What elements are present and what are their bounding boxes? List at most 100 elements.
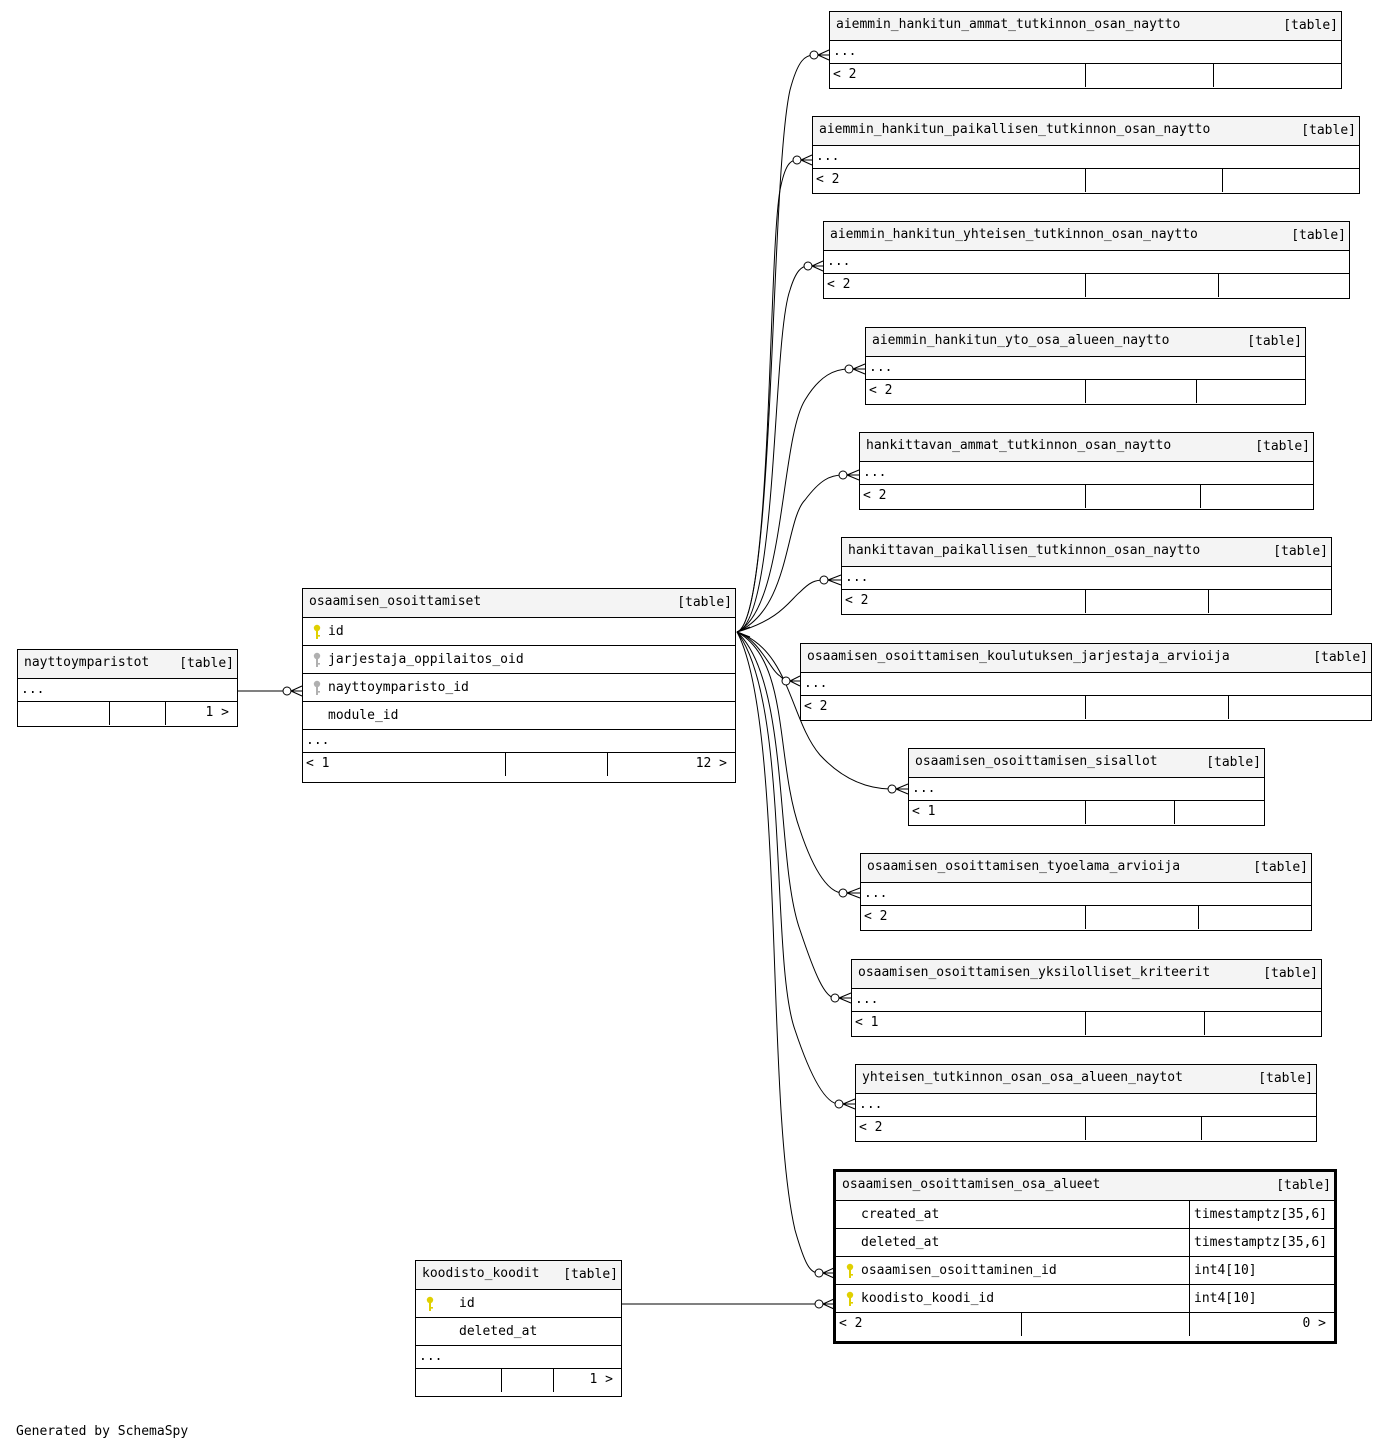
more-columns: ... — [856, 1094, 1316, 1117]
table-osaamisen-osoittamisen-osa-alueet[interactable]: osaamisen_osoittamisen_osa_alueet [table… — [833, 1169, 1337, 1344]
edge-osa-alueet — [736, 631, 820, 1274]
children-count[interactable]: 0 > — [1302, 1316, 1326, 1331]
child-table[interactable]: osaamisen_osoittamisen_koulutuksen_jarje… — [800, 643, 1372, 721]
column-row[interactable]: id — [416, 1290, 621, 1318]
table-header: osaamisen_osoittamisen_koulutuksen_jarje… — [801, 644, 1371, 673]
table-footer: < 2 — [861, 906, 1311, 929]
column-name: created_at — [861, 1207, 940, 1222]
generated-by-credit[interactable]: Generated by SchemaSpy — [16, 1424, 189, 1439]
table-name[interactable]: nayttoymparistot — [24, 655, 150, 670]
primary-key-icon — [846, 1291, 854, 1306]
table-name[interactable]: yhteisen_tutkinnon_osan_osa_alueen_nayto… — [862, 1070, 1183, 1085]
column-row[interactable]: deleted_at — [416, 1318, 621, 1346]
children-count[interactable]: 1 > — [589, 1372, 613, 1387]
parents-count[interactable]: < 2 — [864, 909, 888, 924]
column-row[interactable]: module_id — [303, 702, 735, 730]
child-table[interactable]: aiemmin_hankitun_yhteisen_tutkinnon_osan… — [823, 221, 1350, 299]
parents-count[interactable]: < 2 — [804, 699, 828, 714]
column-row[interactable]: id — [303, 618, 735, 646]
table-name[interactable]: osaamisen_osoittamisen_yksilolliset_krit… — [858, 965, 1211, 980]
table-footer: < 2 — [856, 1117, 1316, 1140]
table-type-tag: [table] — [1291, 228, 1346, 243]
child-table[interactable]: osaamisen_osoittamisen_tyoelama_arvioija… — [860, 853, 1312, 931]
child-table[interactable]: hankittavan_ammat_tutkinnon_osan_naytto[… — [859, 432, 1314, 510]
column-row[interactable]: nayttoymparisto_id — [303, 674, 735, 702]
table-koodisto-koodit[interactable]: koodisto_koodit [table] id deleted_at ..… — [415, 1260, 622, 1397]
parents-count[interactable]: < 1 — [306, 756, 330, 771]
table-type-tag: [table] — [1263, 966, 1318, 981]
table-type-tag: [table] — [1301, 123, 1356, 138]
table-type-tag: [table] — [1253, 860, 1308, 875]
table-footer: < 2 — [801, 696, 1371, 719]
table-name[interactable]: aiemmin_hankitun_yhteisen_tutkinnon_osan… — [830, 227, 1198, 242]
column-name: deleted_at — [459, 1324, 538, 1339]
table-header: aiemmin_hankitun_paikallisen_tutkinnon_o… — [813, 117, 1359, 146]
table-name[interactable]: osaamisen_osoittamisen_koulutuksen_jarje… — [807, 649, 1230, 664]
more-columns: ... — [801, 673, 1371, 696]
table-name[interactable]: koodisto_koodit — [422, 1266, 540, 1281]
children-count[interactable]: 12 > — [695, 756, 727, 771]
column-name: osaamisen_osoittaminen_id — [861, 1263, 1057, 1278]
parents-count[interactable]: < 1 — [855, 1015, 879, 1030]
column-type: int4[10] — [1194, 1263, 1257, 1278]
table-footer: 1 > — [416, 1369, 621, 1392]
child-table[interactable]: aiemmin_hankitun_yto_osa_alueen_naytto[t… — [865, 327, 1306, 405]
table-name[interactable]: osaamisen_osoittamiset — [309, 594, 482, 609]
edge-child-4 — [736, 368, 850, 633]
parents-count[interactable]: < 1 — [912, 804, 936, 819]
parents-count[interactable]: < 2 — [816, 172, 840, 187]
child-table[interactable]: hankittavan_paikallisen_tutkinnon_osan_n… — [841, 537, 1332, 615]
table-name[interactable]: aiemmin_hankitun_paikallisen_tutkinnon_o… — [819, 122, 1211, 137]
parents-count[interactable]: < 2 — [863, 488, 887, 503]
table-footer: < 2 — [866, 380, 1305, 403]
column-name: nayttoymparisto_id — [328, 680, 469, 695]
table-osaamisen-osoittamiset[interactable]: osaamisen_osoittamiset [table] id jarjes… — [302, 588, 736, 783]
column-row[interactable]: created_at timestamptz[35,6] — [836, 1201, 1334, 1229]
edge-child-5 — [736, 474, 844, 633]
parents-count[interactable]: < 2 — [833, 67, 857, 82]
table-name[interactable]: osaamisen_osoittamisen_sisallot — [915, 754, 1158, 769]
column-row[interactable]: jarjestaja_oppilaitos_oid — [303, 646, 735, 674]
parents-count[interactable]: < 2 — [845, 593, 869, 608]
table-name[interactable]: hankittavan_ammat_tutkinnon_osan_naytto — [866, 438, 1172, 453]
table-name[interactable]: osaamisen_osoittamisen_tyoelama_arvioija — [867, 859, 1181, 874]
edge-child-10 — [736, 631, 836, 999]
table-footer: < 2 — [830, 64, 1341, 87]
children-count[interactable]: 1 > — [205, 705, 229, 720]
table-footer: < 2 — [842, 590, 1331, 613]
table-header: osaamisen_osoittamisen_sisallot[table] — [909, 749, 1264, 778]
edge-child-3 — [736, 265, 809, 633]
child-table[interactable]: yhteisen_tutkinnon_osan_osa_alueen_nayto… — [855, 1064, 1317, 1142]
more-columns: ... — [416, 1346, 621, 1369]
table-header: nayttoymparistot [table] — [18, 650, 237, 679]
child-table[interactable]: aiemmin_hankitun_paikallisen_tutkinnon_o… — [812, 116, 1360, 194]
parents-count[interactable]: < 2 — [869, 383, 893, 398]
parents-count[interactable]: < 2 — [827, 277, 851, 292]
table-name[interactable]: osaamisen_osoittamisen_osa_alueet — [842, 1177, 1101, 1192]
table-header: hankittavan_ammat_tutkinnon_osan_naytto[… — [860, 433, 1313, 462]
table-footer: < 2 — [813, 169, 1359, 192]
table-header: aiemmin_hankitun_yto_osa_alueen_naytto[t… — [866, 328, 1305, 357]
table-header: aiemmin_hankitun_yhteisen_tutkinnon_osan… — [824, 222, 1349, 251]
table-nayttoymparistot[interactable]: nayttoymparistot [table] ... 1 > — [17, 649, 238, 727]
table-footer: < 2 — [824, 274, 1349, 297]
child-table[interactable]: osaamisen_osoittamisen_sisallot[table]..… — [908, 748, 1265, 826]
table-type-tag: [table] — [1273, 544, 1328, 559]
child-table[interactable]: osaamisen_osoittamisen_yksilolliset_krit… — [851, 959, 1322, 1037]
primary-key-icon — [313, 624, 321, 639]
table-header: osaamisen_osoittamisen_yksilolliset_krit… — [852, 960, 1321, 989]
parents-count[interactable]: < 2 — [839, 1316, 863, 1331]
column-type: int4[10] — [1194, 1291, 1257, 1306]
table-name[interactable]: hankittavan_paikallisen_tutkinnon_osan_n… — [848, 543, 1201, 558]
column-row[interactable]: koodisto_koodi_id int4[10] — [836, 1285, 1334, 1313]
table-name[interactable]: aiemmin_hankitun_ammat_tutkinnon_osan_na… — [836, 17, 1181, 32]
edge-child-2 — [736, 159, 798, 633]
more-columns: ... — [303, 730, 735, 753]
column-row[interactable]: deleted_at timestamptz[35,6] — [836, 1229, 1334, 1257]
parents-count[interactable]: < 2 — [859, 1120, 883, 1135]
table-type-tag: [table] — [677, 595, 732, 610]
table-name[interactable]: aiemmin_hankitun_yto_osa_alueen_naytto — [872, 333, 1170, 348]
more-columns: ... — [909, 778, 1264, 801]
column-row[interactable]: osaamisen_osoittaminen_id int4[10] — [836, 1257, 1334, 1285]
child-table[interactable]: aiemmin_hankitun_ammat_tutkinnon_osan_na… — [829, 11, 1342, 89]
